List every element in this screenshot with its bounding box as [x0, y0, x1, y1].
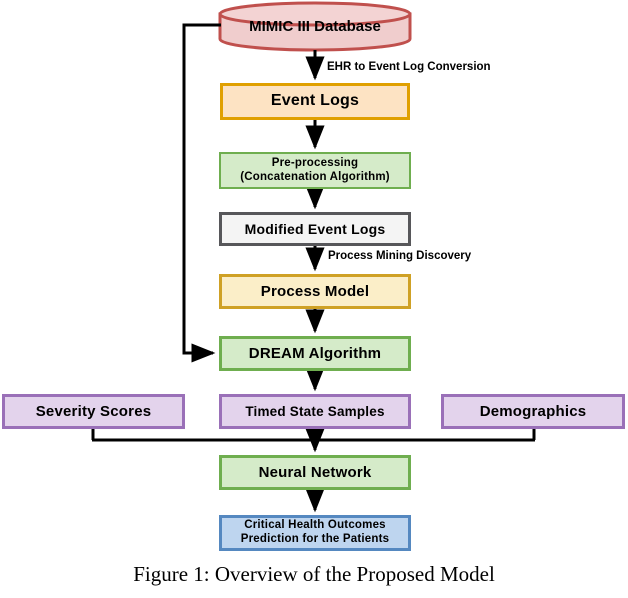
edge-database-feedback-to-dream-algorithm — [182, 23, 221, 363]
node-preprocessing-label-line2: (Concatenation Algorithm) — [240, 170, 390, 183]
node-demographics: Demographics — [441, 394, 625, 429]
database-cylinder-shape — [218, 1, 412, 52]
node-process-model-label: Process Model — [260, 282, 370, 300]
node-preprocessing: Pre-processing (Concatenation Algorithm) — [219, 152, 411, 189]
node-timed-state-samples-label: Timed State Samples — [245, 403, 385, 419]
figure-caption: Figure 1: Overview of the Proposed Model — [133, 562, 495, 586]
node-outcome-prediction: Critical Health Outcomes Prediction for … — [219, 515, 411, 551]
node-neural-network: Neural Network — [219, 455, 411, 490]
node-modified-event-logs: Modified Event Logs — [219, 212, 411, 246]
node-outcome-prediction-label-line2: Prediction for the Patients — [240, 533, 390, 545]
node-outcome-prediction-label-line1: Critical Health Outcomes — [244, 519, 386, 532]
node-dream-algorithm-label: DREAM Algorithm — [248, 344, 382, 362]
node-event-logs: Event Logs — [220, 83, 410, 120]
node-severity-scores-label: Severity Scores — [35, 402, 152, 420]
node-preprocessing-label-line1: Pre-processing — [271, 156, 359, 169]
node-database-label: MIMIC III Database — [249, 18, 381, 35]
node-neural-network-label: Neural Network — [258, 463, 372, 481]
node-event-logs-label: Event Logs — [270, 92, 360, 110]
node-process-model: Process Model — [219, 274, 411, 309]
edge-label-ehr-conversion: EHR to Event Log Conversion — [327, 61, 491, 73]
edge-label-process-mining: Process Mining Discovery — [328, 250, 472, 262]
node-demographics-label: Demographics — [479, 402, 587, 420]
node-dream-algorithm: DREAM Algorithm — [219, 336, 411, 371]
node-severity-scores: Severity Scores — [2, 394, 185, 429]
node-modified-event-logs-label: Modified Event Logs — [244, 220, 386, 237]
node-timed-state-samples: Timed State Samples — [219, 394, 411, 429]
